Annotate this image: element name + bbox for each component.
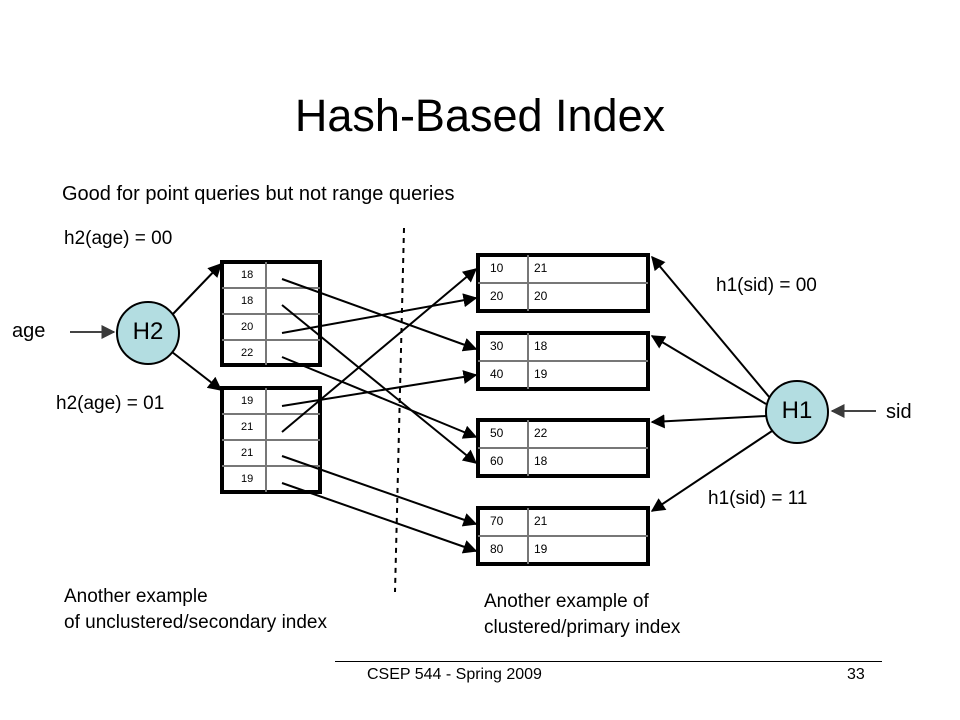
footer-divider	[335, 661, 882, 662]
data-table-h1-bucket-00	[476, 253, 650, 313]
caption-secondary-line2: of unclustered/secondary index	[64, 611, 327, 633]
label-h1-bucket-11: h1(sid) = 11	[708, 488, 808, 509]
data-cell-age: 18	[534, 339, 548, 353]
slide-subtitle: Good for point queries but not range que…	[62, 183, 455, 205]
index-cell: 21	[241, 421, 254, 433]
data-cell-sid: 50	[490, 426, 504, 440]
arrow-h2-to-bucket-00	[171, 262, 222, 316]
arrow-h1-to-table-11	[650, 430, 773, 512]
index-cell: 19	[241, 395, 254, 407]
section-divider-dashed	[394, 227, 405, 593]
pointer-19b-to-80	[281, 482, 478, 554]
hash-node-h2-label: H2	[132, 318, 164, 345]
data-cell-age: 22	[534, 426, 548, 440]
pointer-22-to-50	[281, 356, 478, 439]
hash-node-h1-label: H1	[781, 397, 813, 424]
pointer-18a-to-30	[281, 278, 478, 352]
data-cell-sid: 10	[490, 261, 504, 275]
index-cell: 18	[241, 269, 254, 281]
index-cell: 19	[241, 473, 254, 485]
pointer-19a-to-40	[281, 370, 478, 407]
index-cell: 20	[241, 321, 254, 333]
pointer-18b-to-60	[281, 304, 478, 464]
data-cell-sid: 30	[490, 339, 504, 353]
data-cell-sid: 60	[490, 454, 504, 468]
data-cell-sid: 40	[490, 367, 504, 381]
footer-course: CSEP 544 - Spring 2009	[367, 666, 542, 683]
footer-page-number: 33	[847, 666, 865, 683]
data-table-h1-bucket-01	[476, 331, 650, 391]
index-cell: 22	[241, 347, 254, 359]
data-cell-age: 21	[534, 514, 548, 528]
caption-secondary-line1: Another example	[64, 586, 208, 607]
index-cell: 18	[241, 295, 254, 307]
label-h1-bucket-00: h1(sid) = 00	[716, 275, 817, 296]
index-table-h2-bucket-01	[220, 386, 322, 494]
pointer-21a-to-10	[281, 268, 478, 433]
arrow-h2-to-bucket-01	[171, 351, 223, 391]
label-sid-input: sid	[886, 401, 912, 423]
data-cell-age: 19	[534, 542, 548, 556]
index-table-h2-bucket-00	[220, 260, 322, 367]
label-h2-bucket-01: h2(age) = 01	[56, 393, 165, 414]
data-cell-age: 18	[534, 454, 548, 468]
page-title: Hash-Based Index	[294, 90, 666, 141]
data-table-h1-bucket-10	[476, 418, 650, 478]
data-table-h1-bucket-11	[476, 506, 650, 566]
data-cell-sid: 20	[490, 289, 504, 303]
arrow-h1-to-table-00	[651, 255, 771, 399]
data-cell-sid: 70	[490, 514, 504, 528]
pointer-21b-to-70	[281, 455, 478, 527]
index-cell: 21	[241, 447, 254, 459]
pointer-20-to-20	[281, 293, 478, 334]
label-h2-bucket-00: h2(age) = 00	[64, 228, 173, 249]
caption-primary-index: Another example of clustered/primary ind…	[484, 589, 680, 640]
caption-secondary-index: Another example of unclustered/secondary…	[64, 584, 327, 635]
label-age-input: age	[12, 320, 46, 342]
arrow-h1-to-table-01	[650, 335, 767, 405]
hash-node-h1-circle	[765, 380, 829, 444]
hash-node-h2-circle	[116, 301, 180, 365]
caption-primary-line1: Another example of	[484, 591, 649, 612]
caption-primary-line2: clustered/primary index	[484, 616, 681, 638]
data-cell-age: 21	[534, 261, 548, 275]
arrow-h1-to-table-10	[650, 414, 767, 429]
data-cell-age: 20	[534, 289, 548, 303]
data-cell-sid: 80	[490, 542, 504, 556]
data-cell-age: 19	[534, 367, 548, 381]
